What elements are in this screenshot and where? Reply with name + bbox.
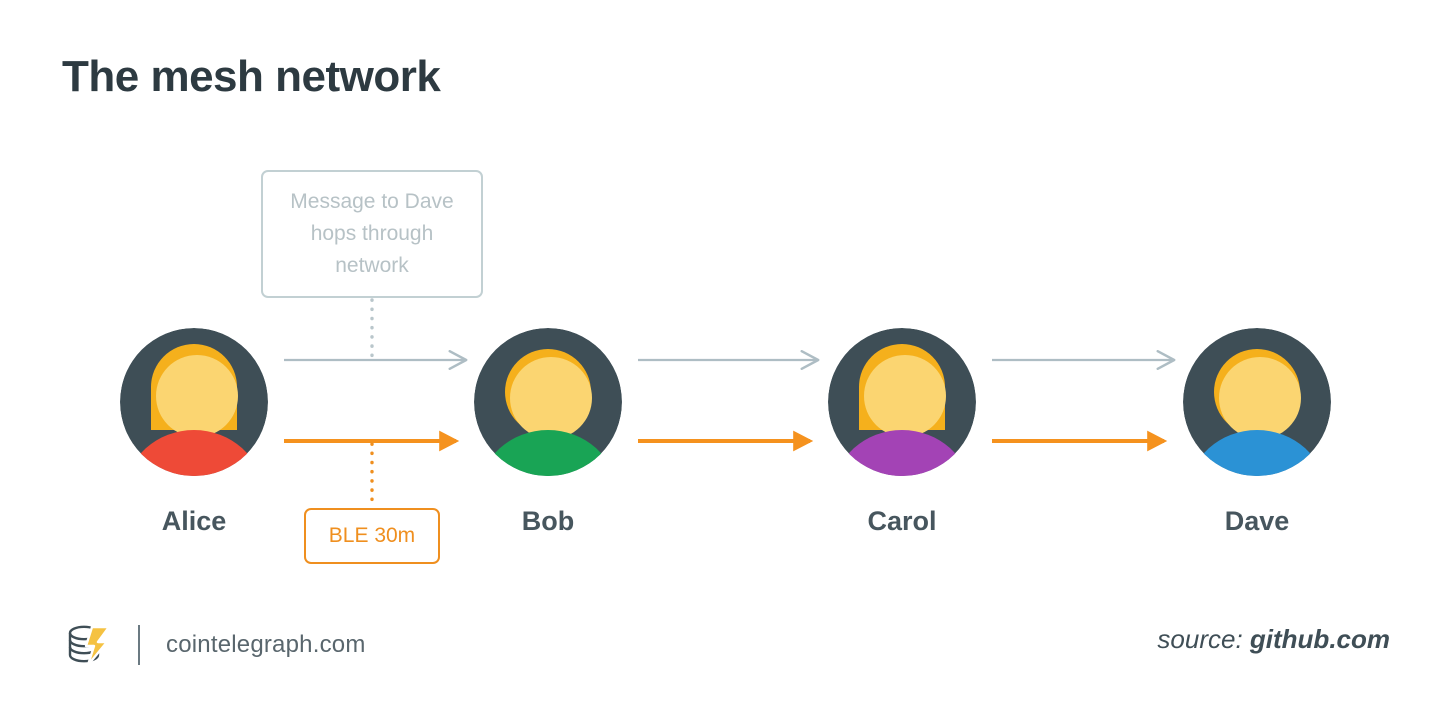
footer-brand: cointelegraph.com bbox=[62, 618, 366, 672]
face-bob bbox=[510, 357, 592, 439]
node-label-alice: Alice bbox=[161, 506, 227, 536]
face-alice bbox=[156, 355, 238, 437]
shoulders-dave bbox=[1189, 430, 1325, 476]
source-credit: source: github.com bbox=[1157, 624, 1390, 655]
node-carol[interactable] bbox=[828, 328, 976, 554]
shoulders-carol bbox=[834, 430, 970, 476]
node-bob[interactable] bbox=[474, 328, 622, 554]
node-label-carol: Carol bbox=[867, 506, 937, 536]
brand-name: cointelegraph.com bbox=[166, 631, 366, 658]
source-label: source: bbox=[1157, 624, 1243, 654]
node-label-wrap-carol: Carol bbox=[828, 328, 976, 536]
shoulders-bob bbox=[480, 430, 616, 476]
source-value: github.com bbox=[1249, 624, 1390, 654]
node-label-bob: Bob bbox=[521, 506, 575, 536]
node-dave[interactable] bbox=[1183, 328, 1331, 554]
coin-stack-bolt-icon bbox=[68, 625, 111, 667]
face-dave bbox=[1219, 357, 1301, 439]
message-callout: Message to Dave hops through network bbox=[261, 170, 483, 298]
node-label-wrap-alice: Alice bbox=[120, 328, 268, 536]
face-carol bbox=[864, 355, 946, 437]
node-label-wrap-dave: Dave bbox=[1183, 328, 1331, 536]
node-alice[interactable] bbox=[120, 328, 268, 554]
footer-divider bbox=[138, 625, 140, 665]
page-title: The mesh network bbox=[62, 52, 441, 101]
node-label-wrap-bob: Bob bbox=[474, 328, 622, 536]
node-label-dave: Dave bbox=[1224, 506, 1290, 536]
ble-range-callout: BLE 30m bbox=[304, 508, 440, 564]
shoulders-alice bbox=[126, 430, 262, 476]
